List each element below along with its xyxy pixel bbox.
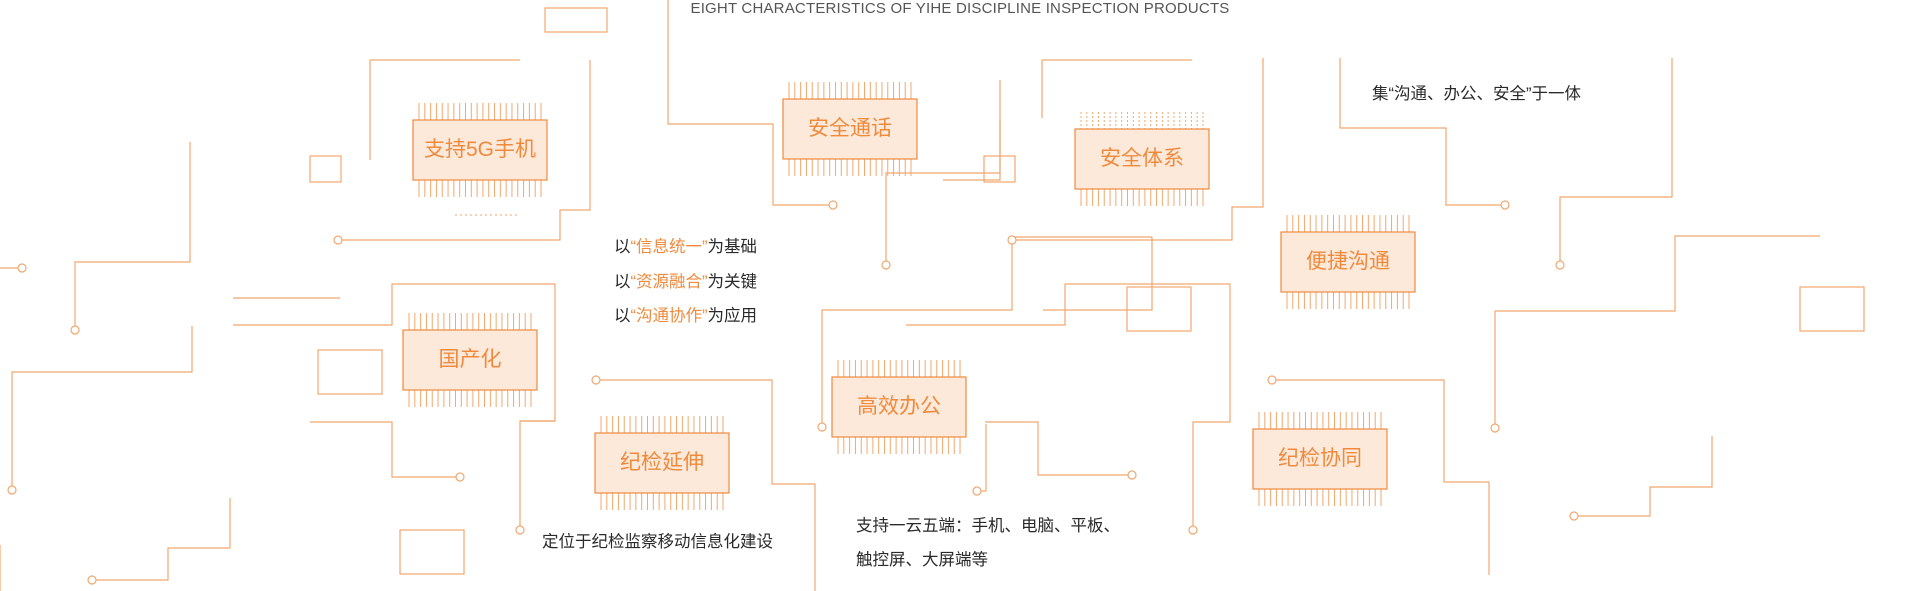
trace-terminal	[1188, 525, 1198, 535]
circuit-trace	[595, 379, 816, 591]
chip-label-efficient-office: 高效办公	[857, 395, 941, 418]
trace-terminal	[591, 375, 601, 385]
circuit-trace	[310, 421, 460, 478]
positioning-note: 定位于纪检监察移动信息化建设	[542, 533, 773, 551]
trace-terminal	[455, 472, 465, 482]
chip-body	[594, 432, 730, 494]
diagram-subtitle: EIGHT CHARACTERISTICS OF YIHE DISCIPLINE…	[690, 0, 1230, 17]
chip-label-5g-phone: 支持5G手机	[423, 138, 536, 161]
circuit-pad	[544, 7, 608, 33]
terminals-note-line1: 支持一云五端：手机、电脑、平板、	[856, 517, 1120, 535]
circuit-trace	[340, 60, 591, 241]
circuit-trace	[1012, 58, 1264, 241]
circuit-trace	[1494, 235, 1820, 428]
chip-body	[1252, 428, 1388, 490]
circuit-pad	[317, 349, 383, 395]
chip-label-inspection-collaboration: 纪检协同	[1278, 447, 1362, 470]
chip	[402, 313, 538, 407]
circuit-trace	[906, 283, 1231, 530]
circuit-pad	[1799, 286, 1865, 332]
trace-terminal	[17, 263, 27, 273]
trace-terminal	[7, 485, 17, 495]
circuit-trace	[74, 142, 191, 330]
trace-terminal	[1490, 423, 1500, 433]
circuit-trace	[1559, 58, 1673, 265]
trace-terminal	[1500, 200, 1510, 210]
trace-terminal	[1569, 511, 1579, 521]
chip-label-convenient-communication: 便捷沟通	[1306, 250, 1390, 273]
circuit-pad	[399, 529, 465, 575]
trace-terminal	[881, 260, 891, 270]
circuit-trace	[667, 0, 833, 206]
circuit-trace	[977, 424, 987, 492]
chip-body	[402, 329, 538, 391]
chip-body	[1280, 231, 1416, 293]
chip-body	[782, 98, 918, 160]
trace-terminal	[333, 235, 343, 245]
trace-terminal	[1267, 375, 1277, 385]
circuit-pad	[309, 155, 342, 183]
circuit-trace	[985, 421, 1132, 476]
circuit-pad	[1126, 286, 1192, 332]
foundation-line: 以“信息统一”为基础	[614, 238, 757, 256]
chip-body	[1074, 128, 1210, 190]
chip-label-localization: 国产化	[438, 348, 502, 371]
circuit-pad	[983, 155, 1016, 183]
foundation-line: 以“资源融合”为关键	[614, 273, 757, 291]
chip	[1252, 412, 1388, 506]
trace-terminal	[1555, 260, 1565, 270]
integration-note: 集“沟通、办公、安全”于一体	[1372, 85, 1581, 103]
chip	[1280, 215, 1416, 309]
chip	[782, 82, 918, 176]
chip	[412, 103, 548, 197]
trace-terminal	[828, 200, 838, 210]
chip-label-inspection-extension: 纪检延伸	[620, 451, 704, 474]
trace-terminal	[1007, 235, 1017, 245]
trace-terminal	[972, 486, 982, 496]
chip	[1074, 112, 1210, 206]
chip	[831, 360, 967, 454]
chip	[594, 416, 730, 510]
chip-label-security-system: 安全体系	[1100, 147, 1184, 170]
circuit-trace	[1043, 237, 1153, 311]
terminals-note-line2: 触控屏、大屏端等	[856, 551, 988, 569]
circuit-trace	[943, 120, 1001, 181]
circuit-trace	[821, 236, 1152, 427]
circuit-trace	[11, 326, 193, 490]
foundation-line: 以“沟通协作”为应用	[614, 307, 757, 325]
trace-terminal	[70, 325, 80, 335]
chip-body	[831, 376, 967, 438]
circuit-trace	[1272, 379, 1490, 575]
circuit-trace	[1574, 436, 1713, 517]
circuit-trace	[233, 283, 556, 530]
trace-terminal	[87, 575, 97, 585]
trace-terminal	[1127, 470, 1137, 480]
chip-body	[412, 119, 548, 181]
trace-terminal	[515, 525, 525, 535]
circuit-trace	[1339, 58, 1505, 206]
trace-terminal	[817, 422, 827, 432]
circuit-trace	[92, 498, 231, 581]
chip-label-secure-call: 安全通话	[808, 117, 892, 140]
